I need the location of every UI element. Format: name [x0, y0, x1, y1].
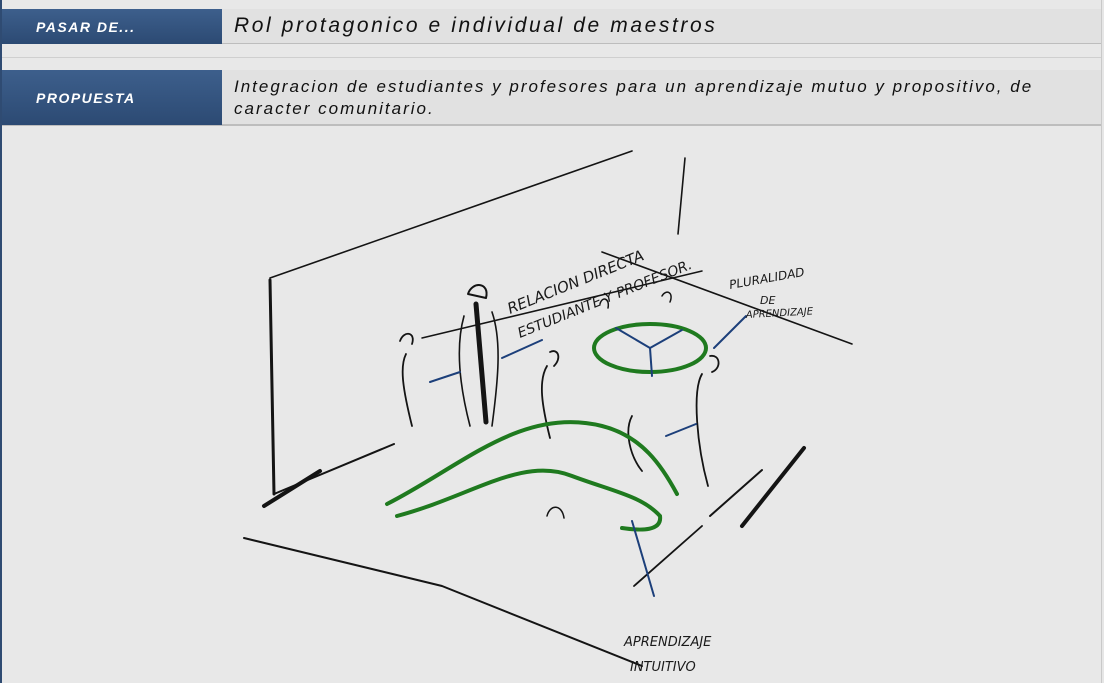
annotation-plurality-line2: DE	[760, 294, 775, 307]
annotation-intuitive-line2: INTUITIVO	[630, 660, 696, 675]
row-pasar-de: PASAR DE... Rol protagonico e individual…	[2, 9, 1101, 44]
annotation-plurality-line3: APRENDIZAJE	[745, 306, 814, 321]
row-content: Integracion de estudiantes y profesores …	[222, 70, 1101, 125]
divider	[2, 125, 1101, 126]
concept-sketch: RELACION DIRECTA ESTUDIANTE Y PROFESOR. …	[243, 150, 853, 675]
row-content: Rol protagonico e individual de maestros	[222, 9, 1101, 44]
divider	[2, 57, 1101, 58]
annotation-plurality-line1: PLURALIDAD	[728, 265, 805, 292]
row-label: PASAR DE...	[2, 9, 222, 44]
row-label: PROPUESTA	[2, 70, 222, 125]
annotation-intuitive-line1: APRENDIZAJE	[623, 635, 712, 650]
row-propuesta: PROPUESTA Integracion de estudiantes y p…	[2, 70, 1101, 125]
